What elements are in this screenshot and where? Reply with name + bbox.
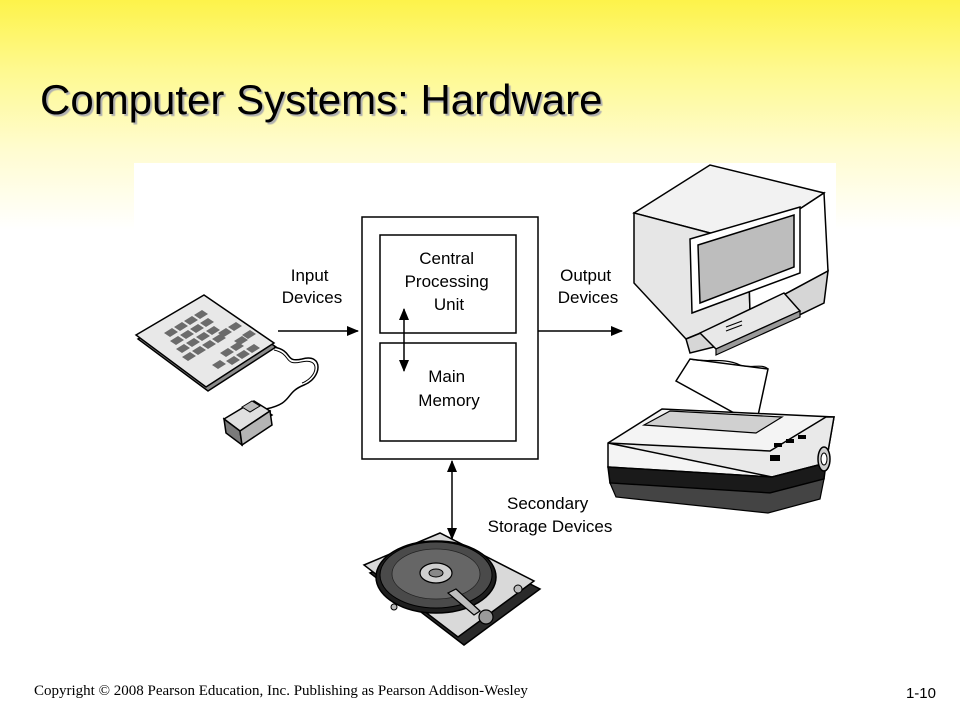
- input-label-line2: Devices: [282, 288, 342, 307]
- cpu-label: Central Processing Unit: [405, 249, 494, 314]
- memory-label-line2: Memory: [418, 391, 480, 410]
- hardware-diagram: Input Devices Central Processing Unit Ma…: [134, 163, 836, 653]
- storage-label-line1: Secondary: [507, 494, 589, 513]
- page-number: 1-10: [905, 685, 936, 702]
- monitor-icon: [632, 164, 829, 356]
- cpu-label-line1: Central: [419, 249, 474, 268]
- cpu-label-line2: Processing: [405, 272, 489, 291]
- input-label-line1: Input: [291, 266, 329, 285]
- cpu-label-line3: Unit: [434, 295, 465, 314]
- storage-label-line2: Storage Devices: [488, 517, 613, 536]
- cpu-box: [379, 234, 517, 334]
- memory-label-line1: Main: [428, 367, 465, 386]
- copyright-notice: Copyright © 2008 Pearson Education, Inc.…: [34, 683, 528, 699]
- output-devices-label: Output Devices: [558, 266, 618, 307]
- keyboard-icon: [134, 294, 319, 410]
- memory-label: Main Memory: [418, 367, 480, 410]
- secondary-storage-label: Secondary Storage Devices: [488, 494, 613, 536]
- slide-title: Computer Systems: Hardware: [40, 76, 603, 123]
- input-devices-label: Input Devices: [282, 266, 342, 307]
- hard-drive-icon: [362, 532, 542, 646]
- printer-icon: [607, 358, 835, 514]
- mouse-icon: [222, 400, 274, 447]
- output-label-line1: Output: [560, 266, 611, 285]
- output-label-line2: Devices: [558, 288, 618, 307]
